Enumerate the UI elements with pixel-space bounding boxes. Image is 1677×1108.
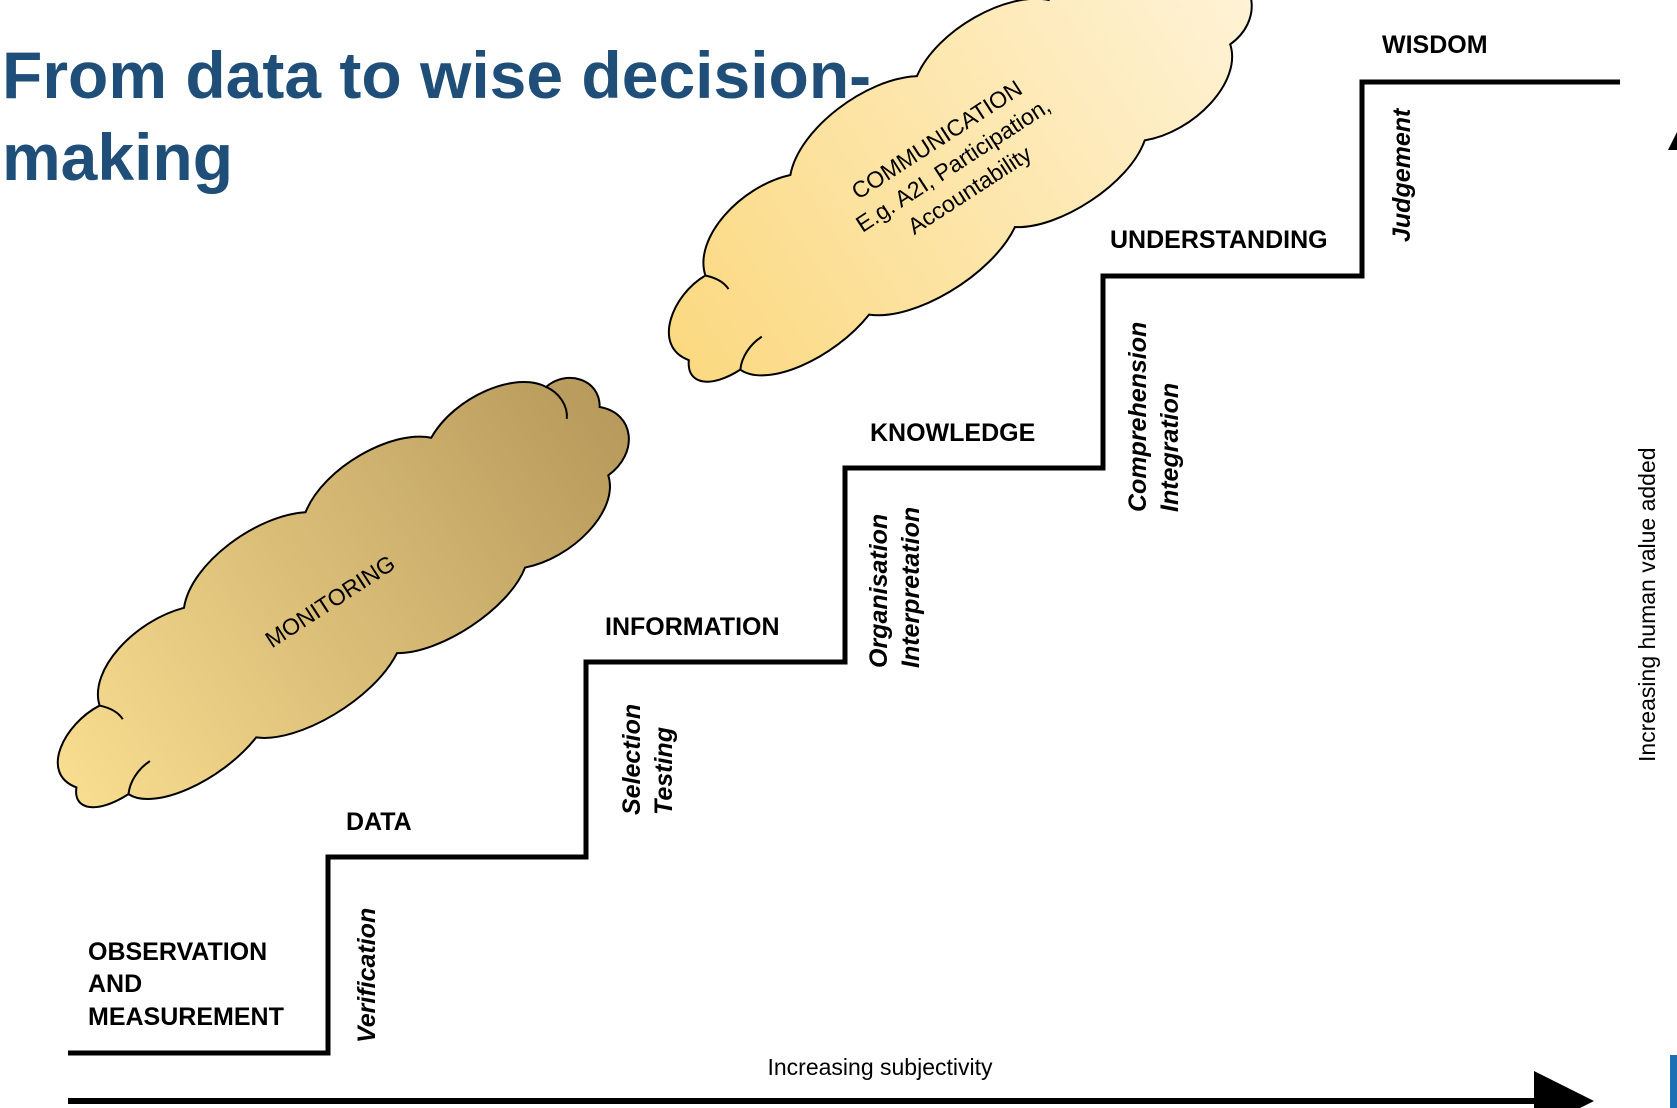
step-label-data: DATA: [346, 808, 412, 836]
riser-label-organisation-interpretation: Organisation Interpretation: [865, 507, 925, 668]
riser-label-selection-testing: Selection Testing: [618, 704, 678, 815]
svg-text:Organisation: Organisation: [865, 514, 893, 668]
step-label-observation-line-3: MEASUREMENT: [88, 1003, 284, 1031]
svg-text:Interpretation: Interpretation: [897, 507, 925, 668]
riser-label-comprehension-integration: Comprehension Integration: [1124, 322, 1184, 512]
step-label-wisdom: WISDOM: [1382, 31, 1488, 59]
page-title: From data to wise decision-making: [2, 38, 872, 194]
step-label-understanding: UNDERSTANDING: [1110, 226, 1328, 254]
monitoring-cloud: MONITORING: [56, 377, 630, 809]
staircase-line: [68, 79, 1620, 1056]
corner-marker: [1670, 1055, 1677, 1108]
x-axis-label: Increasing subjectivity: [768, 1054, 993, 1080]
riser-label-verification: Verification: [353, 908, 381, 1043]
y-axis-label-group: Increasing human value added: [1634, 447, 1660, 762]
riser-label-judgement: Judgement: [1388, 107, 1416, 242]
svg-text:Integration: Integration: [1156, 383, 1184, 512]
svg-text:Selection: Selection: [618, 704, 646, 815]
step-label-observation-line-1: OBSERVATION: [88, 938, 267, 966]
step-label-observation-line-2: AND: [88, 970, 142, 998]
svg-text:Comprehension: Comprehension: [1124, 322, 1152, 512]
svg-text:Verification: Verification: [353, 908, 381, 1043]
y-axis-arrow-tip: [1668, 132, 1677, 150]
communication-cloud: COMMUNICATION E.g. A2I, Participation, A…: [668, 0, 1253, 383]
svg-text:Testing: Testing: [650, 727, 678, 815]
step-label-information: INFORMATION: [605, 613, 780, 641]
y-axis-label: Increasing human value added: [1634, 447, 1660, 762]
step-label-knowledge: KNOWLEDGE: [870, 419, 1035, 447]
svg-text:Judgement: Judgement: [1388, 107, 1416, 242]
